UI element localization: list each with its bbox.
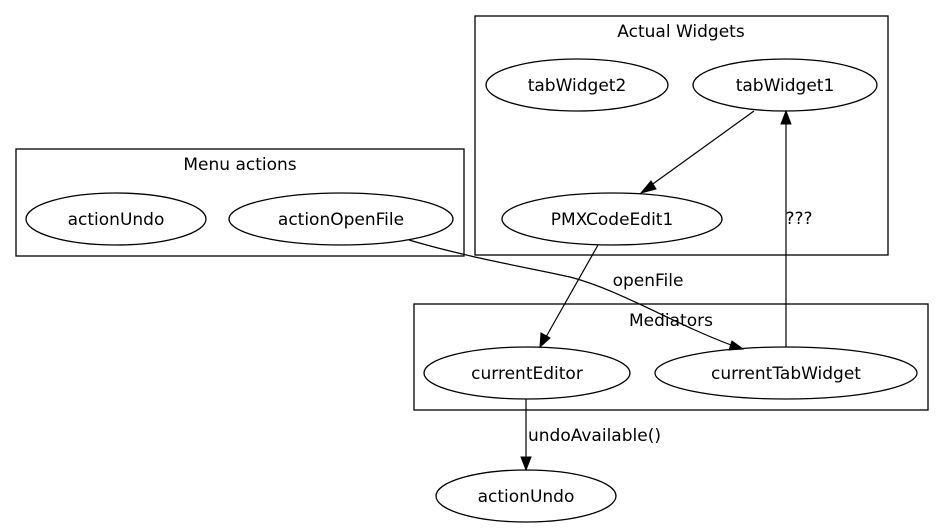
node-tab-widget-1-shape	[692, 58, 878, 112]
edge-tab-widget-1-to-pmx-code-edit-1-arrowhead	[639, 180, 657, 194]
node-pmx-code-edit-1-shape	[501, 192, 723, 246]
edge-current-editor-to-action-undo-bottom-arrowhead	[520, 456, 532, 472]
node-current-tab-widget: currentTabWidget	[654, 346, 918, 400]
cluster-mediators: Mediators	[413, 303, 929, 411]
cluster-actual-widgets: Actual Widgets	[474, 15, 889, 256]
edge-pmx-code-edit-1-to-current-editor-line	[545, 244, 599, 338]
cluster-actual-widgets-frame	[474, 15, 889, 256]
cluster-menu-actions: Menu actions	[15, 148, 465, 257]
edge-tab-widget-1-to-pmx-code-edit-1	[639, 110, 755, 194]
node-action-undo-bottom: actionUndo	[435, 469, 617, 523]
cluster-mediators-title: Mediators	[629, 311, 713, 331]
node-action-open-file: actionOpenFile	[228, 192, 454, 246]
edge-label-open-file: openFile	[613, 271, 684, 291]
edge-action-open-file-to-current-tab-widget-arrowhead	[728, 340, 745, 351]
cluster-menu-actions-frame	[15, 148, 465, 257]
edge-tab-widget-1-to-pmx-code-edit-1-line	[649, 110, 755, 187]
edge-current-tab-widget-to-tab-widget-1-arrowhead	[780, 109, 792, 125]
node-action-open-file-shape	[228, 192, 454, 246]
node-tab-widget-2: tabWidget2	[485, 58, 669, 112]
node-tab-widget-2-label: tabWidget2	[528, 76, 627, 96]
node-current-editor-label: currentEditor	[471, 364, 583, 384]
node-pmx-code-edit-1: PMXCodeEdit1	[501, 192, 723, 246]
node-current-editor: currentEditor	[423, 346, 631, 400]
edge-label-unknown: ???	[785, 209, 812, 229]
edge-action-open-file-to-current-tab-widget: openFile	[408, 239, 745, 351]
edge-action-open-file-to-current-tab-widget-line	[408, 239, 732, 346]
edge-current-editor-to-action-undo-bottom: undoAvailable()	[520, 399, 661, 472]
node-pmx-code-edit-1-label: PMXCodeEdit1	[551, 210, 674, 230]
edge-current-tab-widget-to-tab-widget-1: ???	[780, 109, 813, 347]
node-action-undo-menu-label: actionUndo	[68, 210, 165, 230]
cluster-mediators-frame	[413, 303, 929, 411]
node-tab-widget-1: tabWidget1	[692, 58, 878, 112]
cluster-menu-actions-title: Menu actions	[183, 155, 296, 175]
edge-pmx-code-edit-1-to-current-editor-arrowhead	[539, 332, 551, 349]
cluster-actual-widgets-title: Actual Widgets	[617, 22, 745, 42]
node-tab-widget-1-label: tabWidget1	[736, 76, 835, 96]
node-action-undo-bottom-label: actionUndo	[478, 487, 575, 507]
edge-pmx-code-edit-1-to-current-editor	[539, 244, 599, 349]
node-current-editor-shape	[423, 346, 631, 400]
node-action-undo-menu-shape	[25, 192, 207, 246]
edge-label-undo-available: undoAvailable()	[528, 426, 661, 446]
node-action-undo-menu: actionUndo	[25, 192, 207, 246]
node-tab-widget-2-shape	[485, 58, 669, 112]
node-current-tab-widget-label: currentTabWidget	[711, 364, 861, 384]
node-action-open-file-label: actionOpenFile	[278, 210, 404, 230]
